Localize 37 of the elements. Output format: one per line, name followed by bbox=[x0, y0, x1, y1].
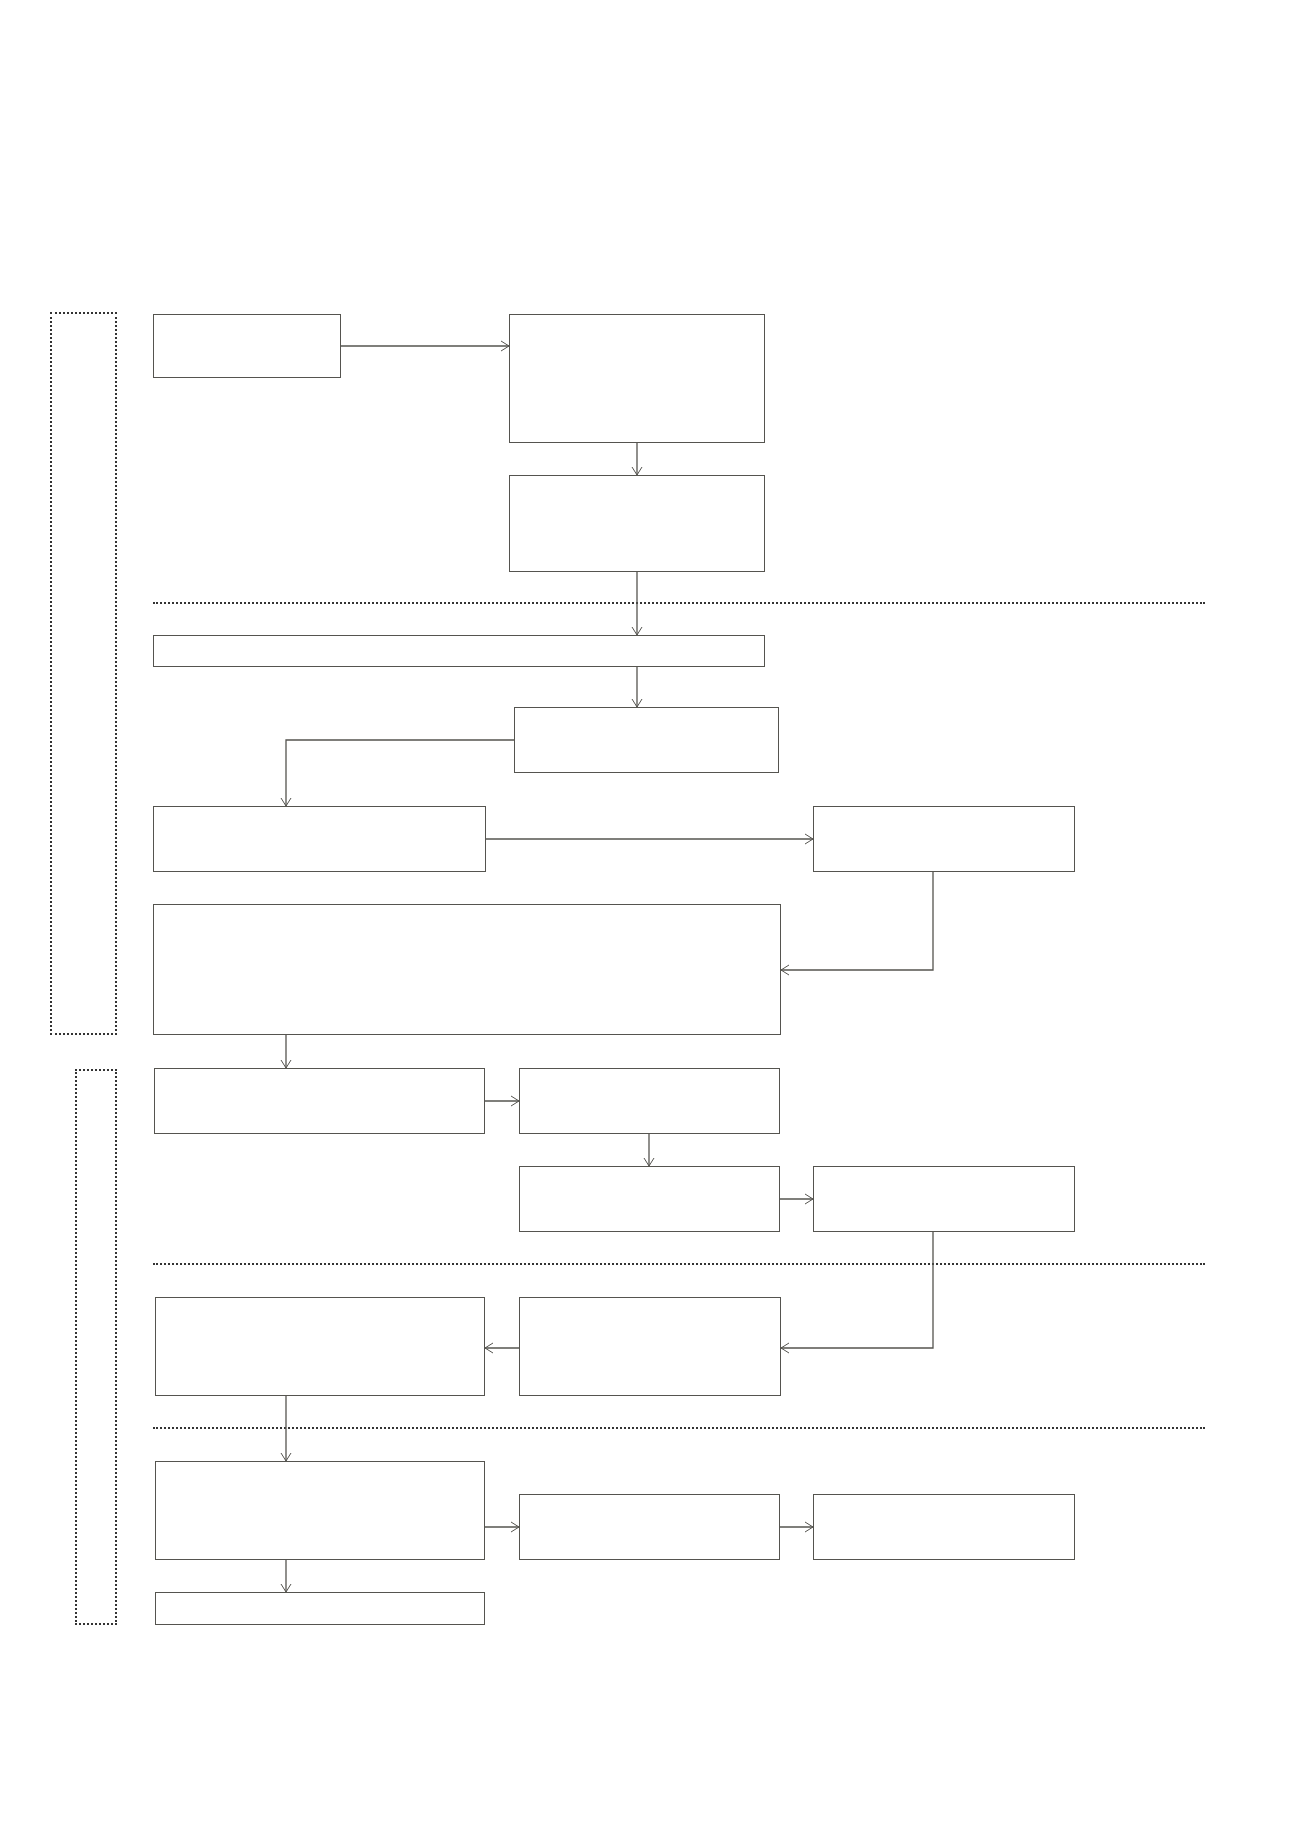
process-box bbox=[155, 1592, 485, 1625]
arrow bbox=[631, 666, 643, 708]
process-box bbox=[813, 1494, 1075, 1560]
arrow bbox=[484, 1095, 520, 1107]
dotted-bracket bbox=[50, 312, 117, 1035]
process-box bbox=[514, 707, 779, 773]
process-box bbox=[519, 1068, 780, 1134]
arrow bbox=[780, 1231, 934, 1354]
arrow bbox=[280, 1395, 292, 1462]
process-box bbox=[153, 635, 765, 667]
arrow bbox=[631, 571, 643, 636]
process-box bbox=[813, 806, 1075, 872]
arrow bbox=[779, 1521, 814, 1533]
process-box bbox=[509, 475, 765, 572]
process-box bbox=[509, 314, 765, 443]
process-box bbox=[154, 1068, 485, 1134]
process-box bbox=[519, 1297, 781, 1396]
dotted-bracket bbox=[75, 1069, 117, 1625]
arrow bbox=[340, 340, 510, 352]
process-box bbox=[153, 904, 781, 1035]
arrow bbox=[631, 442, 643, 476]
arrow bbox=[780, 871, 934, 976]
arrow bbox=[485, 833, 814, 845]
arrow bbox=[280, 1034, 292, 1069]
arrow bbox=[484, 1342, 520, 1354]
arrow bbox=[280, 1559, 292, 1593]
arrow bbox=[280, 739, 515, 807]
process-box bbox=[155, 1297, 485, 1396]
process-box bbox=[153, 314, 341, 378]
arrow bbox=[779, 1193, 814, 1205]
process-box bbox=[153, 806, 486, 872]
arrow bbox=[484, 1521, 520, 1533]
process-box bbox=[519, 1494, 780, 1560]
process-box bbox=[519, 1166, 780, 1232]
process-box bbox=[155, 1461, 485, 1560]
arrow bbox=[643, 1133, 655, 1167]
process-box bbox=[813, 1166, 1075, 1232]
